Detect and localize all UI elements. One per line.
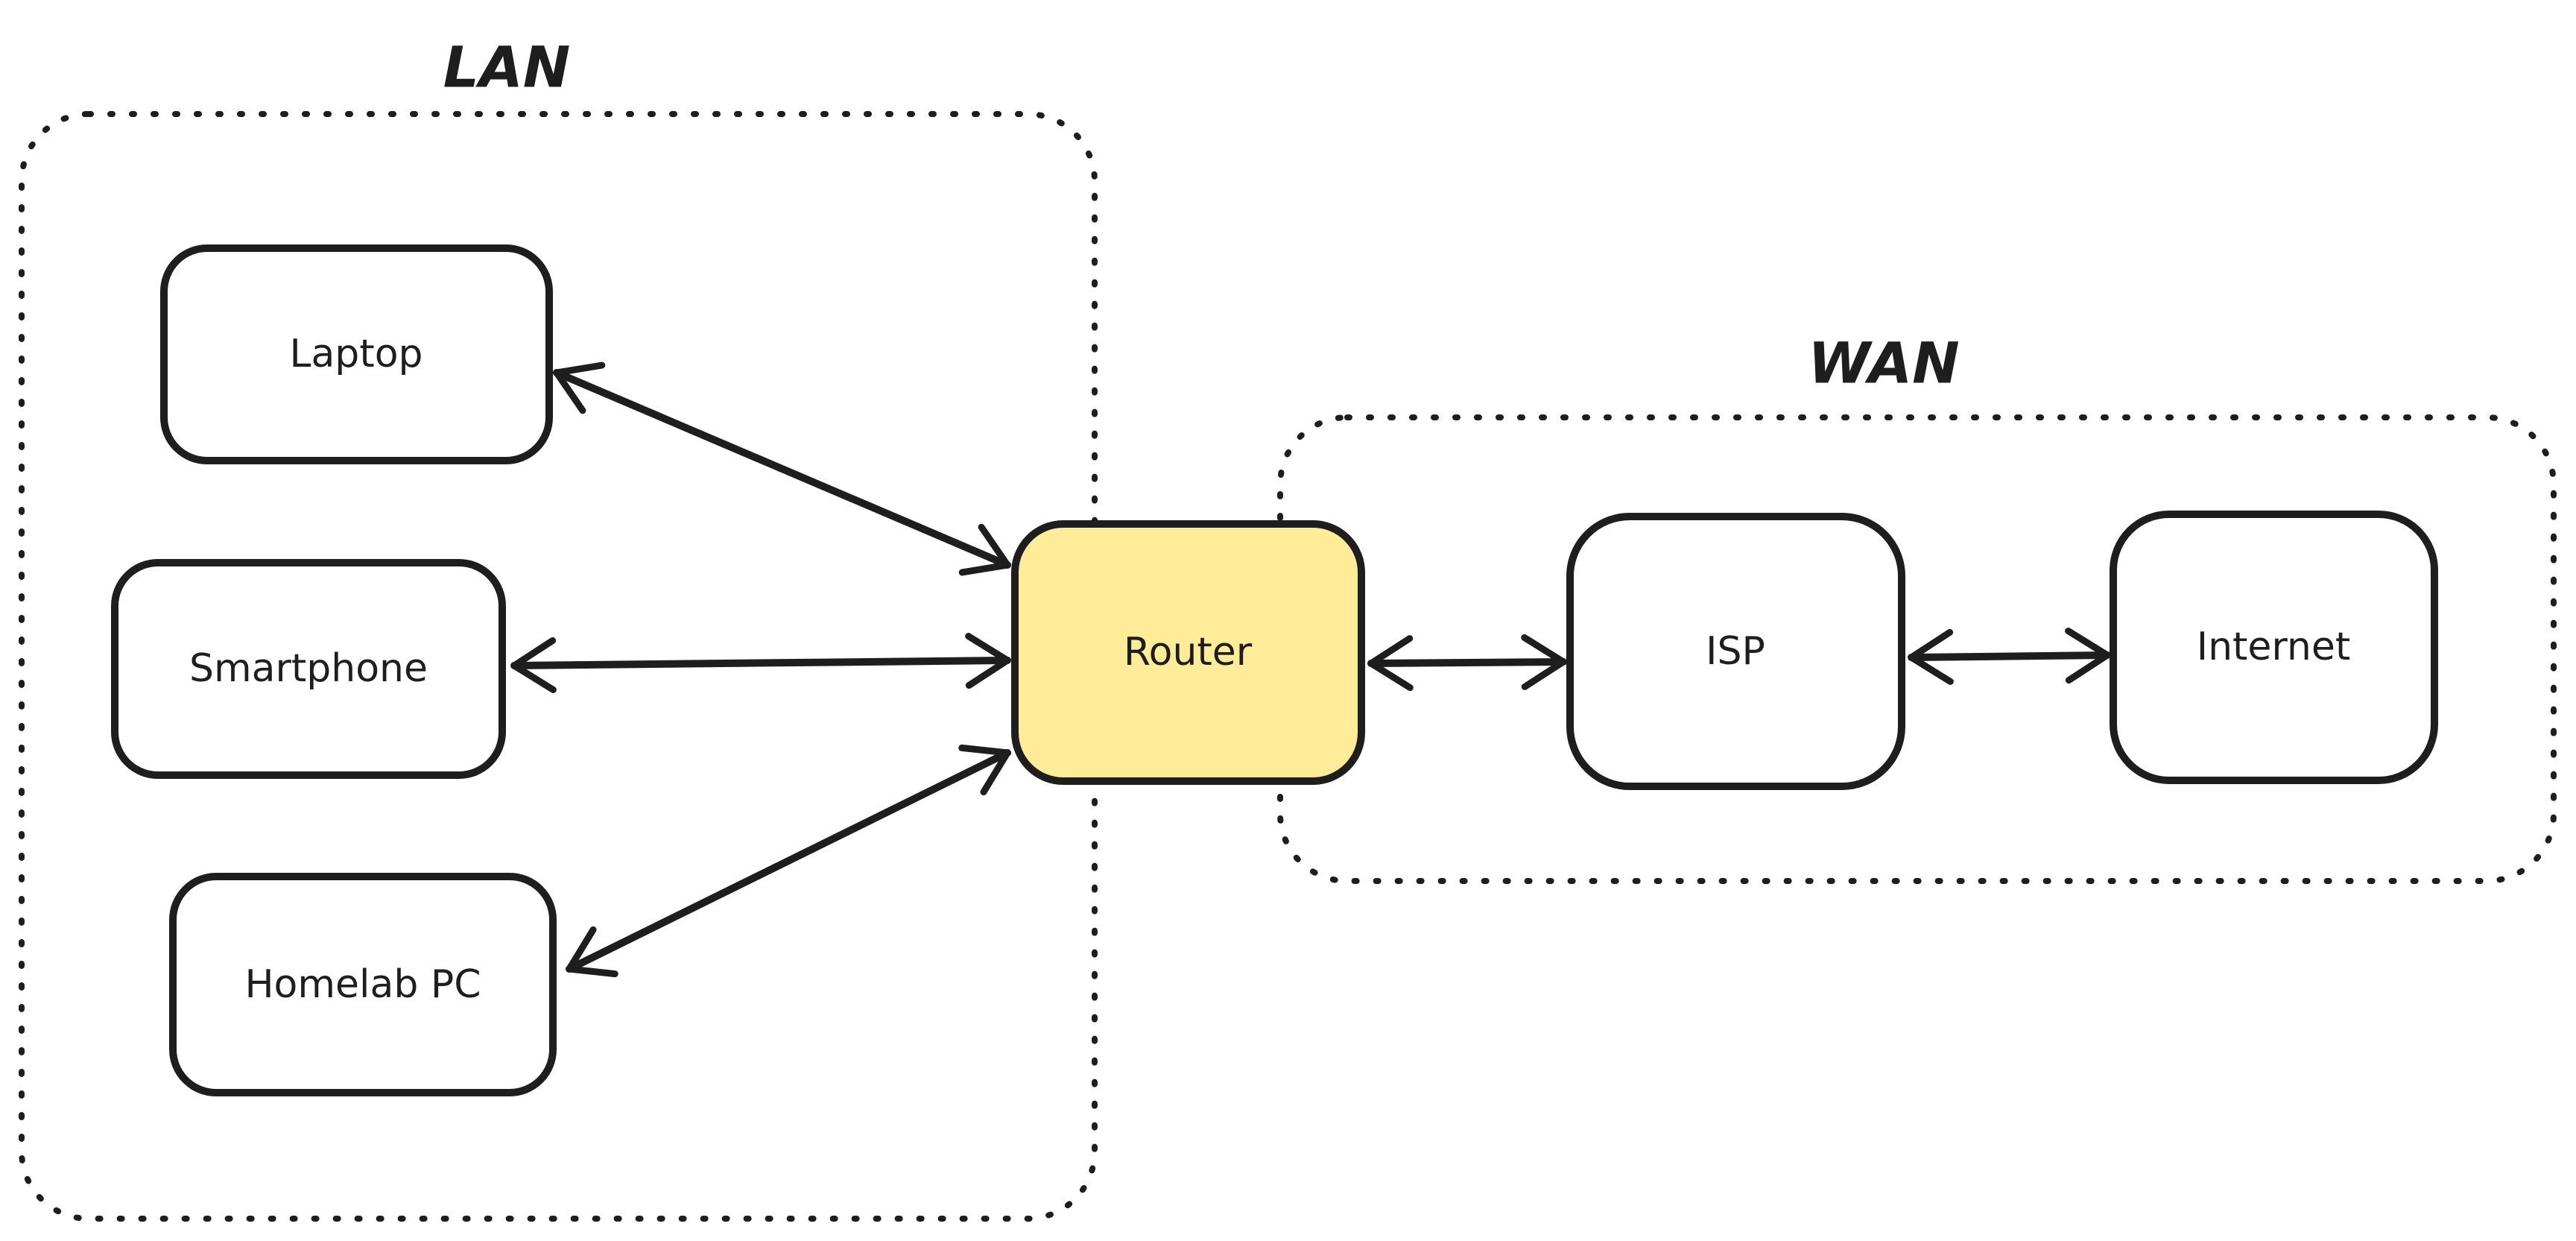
node-box-laptop [160, 244, 553, 464]
node-box-router [1011, 520, 1365, 785]
node-label-homelab-pc: Homelab PC [244, 962, 481, 1007]
edge-laptop-router [553, 361, 1011, 576]
node-label-smartphone: Smartphone [189, 646, 428, 691]
node-label-laptop: Laptop [289, 332, 423, 376]
node-box-smartphone [111, 559, 506, 779]
group-label-wan: WAN [1808, 330, 1960, 397]
node-isp: ISP [1566, 513, 1905, 790]
group-label-lan: LAN [443, 34, 571, 101]
node-homelab-pc: Homelab PC [169, 873, 557, 1096]
edge-smartphone-router [510, 633, 1011, 693]
node-laptop: Laptop [160, 244, 553, 464]
node-box-homelab-pc [169, 873, 557, 1096]
node-box-internet [2110, 511, 2438, 784]
edge-isp-internet [1908, 628, 2111, 685]
node-smartphone: Smartphone [111, 559, 506, 779]
node-internet: Internet [2110, 511, 2438, 784]
node-router: Router [1011, 520, 1365, 785]
node-label-isp: ISP [1706, 629, 1765, 674]
node-label-internet: Internet [2197, 625, 2350, 669]
node-box-isp [1566, 513, 1905, 790]
edge-homelab-pc-router [566, 744, 1011, 978]
edge-router-isp [1367, 634, 1567, 692]
node-label-router: Router [1124, 630, 1253, 675]
